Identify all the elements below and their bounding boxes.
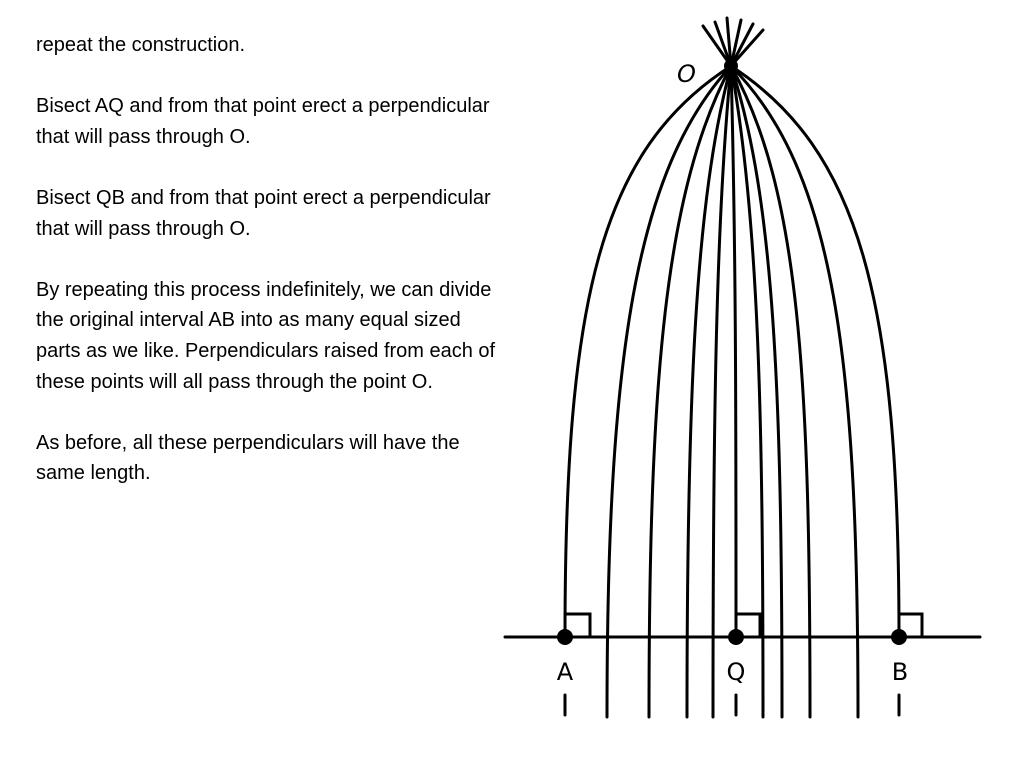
paragraph-4: By repeating this process indefinitely, … xyxy=(36,278,496,393)
ray-6 xyxy=(729,28,765,68)
ray-3 xyxy=(725,16,733,68)
label-q: Q xyxy=(727,658,746,686)
paragraph-2: Bisect AQ and from that point erect a pe… xyxy=(36,95,490,148)
ray-1 xyxy=(701,24,733,68)
ray-5 xyxy=(729,22,755,68)
paragraph-1: repeat the construction. xyxy=(36,34,246,56)
perpendicular-7 xyxy=(729,64,765,719)
perpendicular-3 xyxy=(647,64,733,719)
perpendicular-9 xyxy=(729,64,812,719)
right-angle-marker-a xyxy=(563,612,592,639)
perpendicular-4 xyxy=(685,64,733,719)
ray-4 xyxy=(729,18,743,68)
perpendicular-10 xyxy=(729,64,860,719)
perpendicular-8 xyxy=(729,64,784,719)
perpendicular-b xyxy=(729,64,901,639)
label-b: B xyxy=(892,658,908,686)
ray-2 xyxy=(713,20,733,68)
paragraph-3: Bisect QB and from that point erect a pe… xyxy=(36,186,491,240)
right-angle-marker-b xyxy=(897,612,924,639)
point-o xyxy=(724,59,738,73)
perpendicular-q xyxy=(729,64,738,639)
paragraph-5: As before, all these perpendiculars will… xyxy=(36,431,460,485)
label-a: A xyxy=(557,658,574,686)
label-o: O xyxy=(677,60,696,88)
point-q xyxy=(728,629,744,645)
point-a xyxy=(557,629,573,645)
perpendiculars-diagram: O A Q B xyxy=(503,16,982,719)
text-column: repeat the construction. Bisect AQ and f… xyxy=(36,30,508,520)
point-b xyxy=(891,629,907,645)
perpendicular-a xyxy=(563,64,733,639)
perpendicular-2 xyxy=(605,64,733,719)
perpendicular-5 xyxy=(711,64,733,719)
right-angle-marker-q xyxy=(734,612,762,639)
